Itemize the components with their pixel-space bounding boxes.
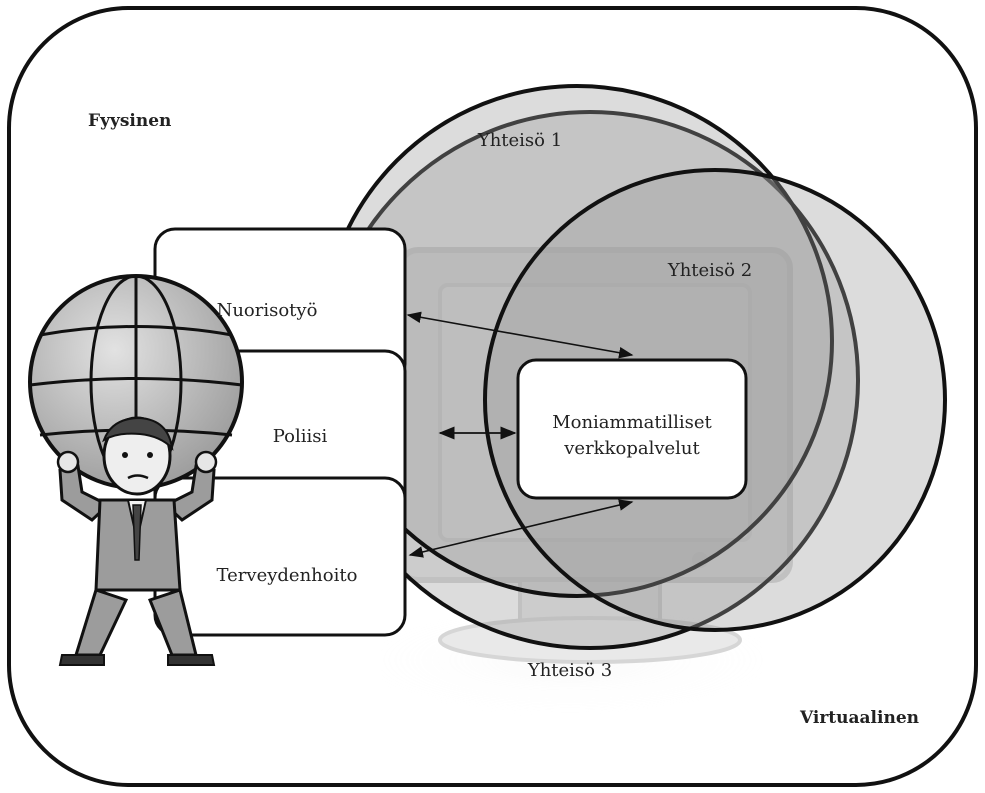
hub-box xyxy=(516,358,748,500)
arrow-health-hub xyxy=(408,499,634,558)
service-label-police: Poliisi xyxy=(273,426,328,447)
community-label-1: Yhteisö 1 xyxy=(477,130,562,151)
service-label-youth: Nuorisotyö xyxy=(217,300,318,321)
community-label-2: Yhteisö 2 xyxy=(667,260,752,281)
physical-label: Fyysinen xyxy=(88,111,171,131)
man-carrying-globe-icon xyxy=(28,274,244,666)
hub-label-line1: Moniammatilliset xyxy=(552,412,712,433)
service-label-health: Terveydenhoito xyxy=(217,565,358,586)
community-label-3: Yhteisö 3 xyxy=(527,660,612,681)
hub-label-line2: verkkopalvelut xyxy=(563,438,700,459)
virtual-label: Virtuaalinen xyxy=(799,708,919,728)
arrow-youth-hub xyxy=(406,311,634,359)
